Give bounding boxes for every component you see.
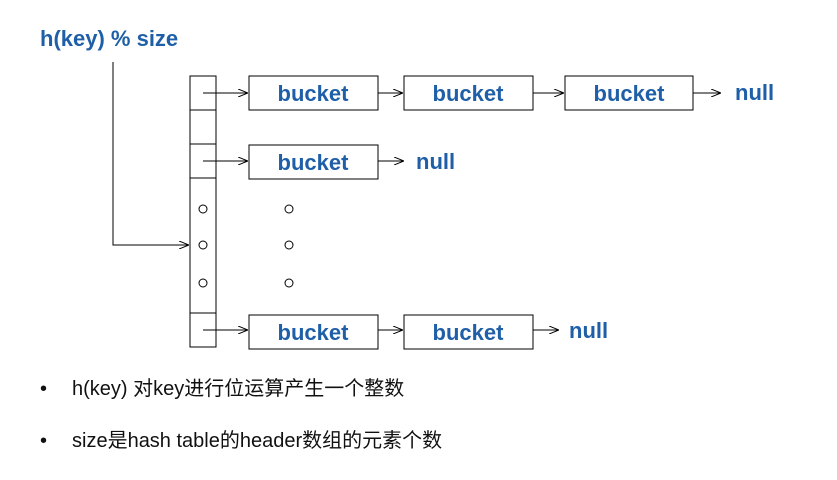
hash-table-diagram: h(key) % size bucket bucket bucket null … — [40, 26, 774, 350]
bucket-box — [564, 75, 694, 111]
bullet: • — [40, 430, 48, 452]
bucket-ellipsis-dot — [284, 278, 294, 288]
note-text: size是hash table的header数组的元素个数 — [72, 430, 443, 452]
hash-pointer-line — [112, 62, 188, 245]
note-item: • size是hash table的header数组的元素个数 — [40, 428, 820, 454]
bucket-box — [248, 314, 379, 350]
null-label: null — [416, 149, 455, 174]
null-label: null — [569, 318, 608, 343]
bucket-ellipsis-dot — [284, 204, 294, 214]
header-ellipsis-dot — [198, 240, 208, 250]
bucket-label: bucket — [433, 320, 505, 345]
bucket-box — [403, 314, 534, 350]
bucket-label: bucket — [278, 320, 350, 345]
bucket-label: bucket — [594, 81, 666, 106]
bucket-box — [403, 75, 534, 111]
bullet: • — [40, 378, 48, 400]
notes-list: • h(key) 对key进行位运算产生一个整数 • size是hash tab… — [40, 376, 820, 480]
null-label: null — [735, 80, 774, 105]
note-text: h(key) 对key进行位运算产生一个整数 — [72, 378, 405, 400]
bucket-label: bucket — [278, 81, 350, 106]
note-item: • h(key) 对key进行位运算产生一个整数 — [40, 376, 820, 402]
bucket-ellipsis-dot — [284, 240, 294, 250]
formula-title: h(key) % size — [40, 26, 178, 51]
bucket-label: bucket — [278, 150, 350, 175]
bucket-label: bucket — [433, 81, 505, 106]
header-ellipsis-dot — [198, 204, 208, 214]
header-ellipsis-dot — [198, 278, 208, 288]
bucket-box — [248, 144, 379, 180]
